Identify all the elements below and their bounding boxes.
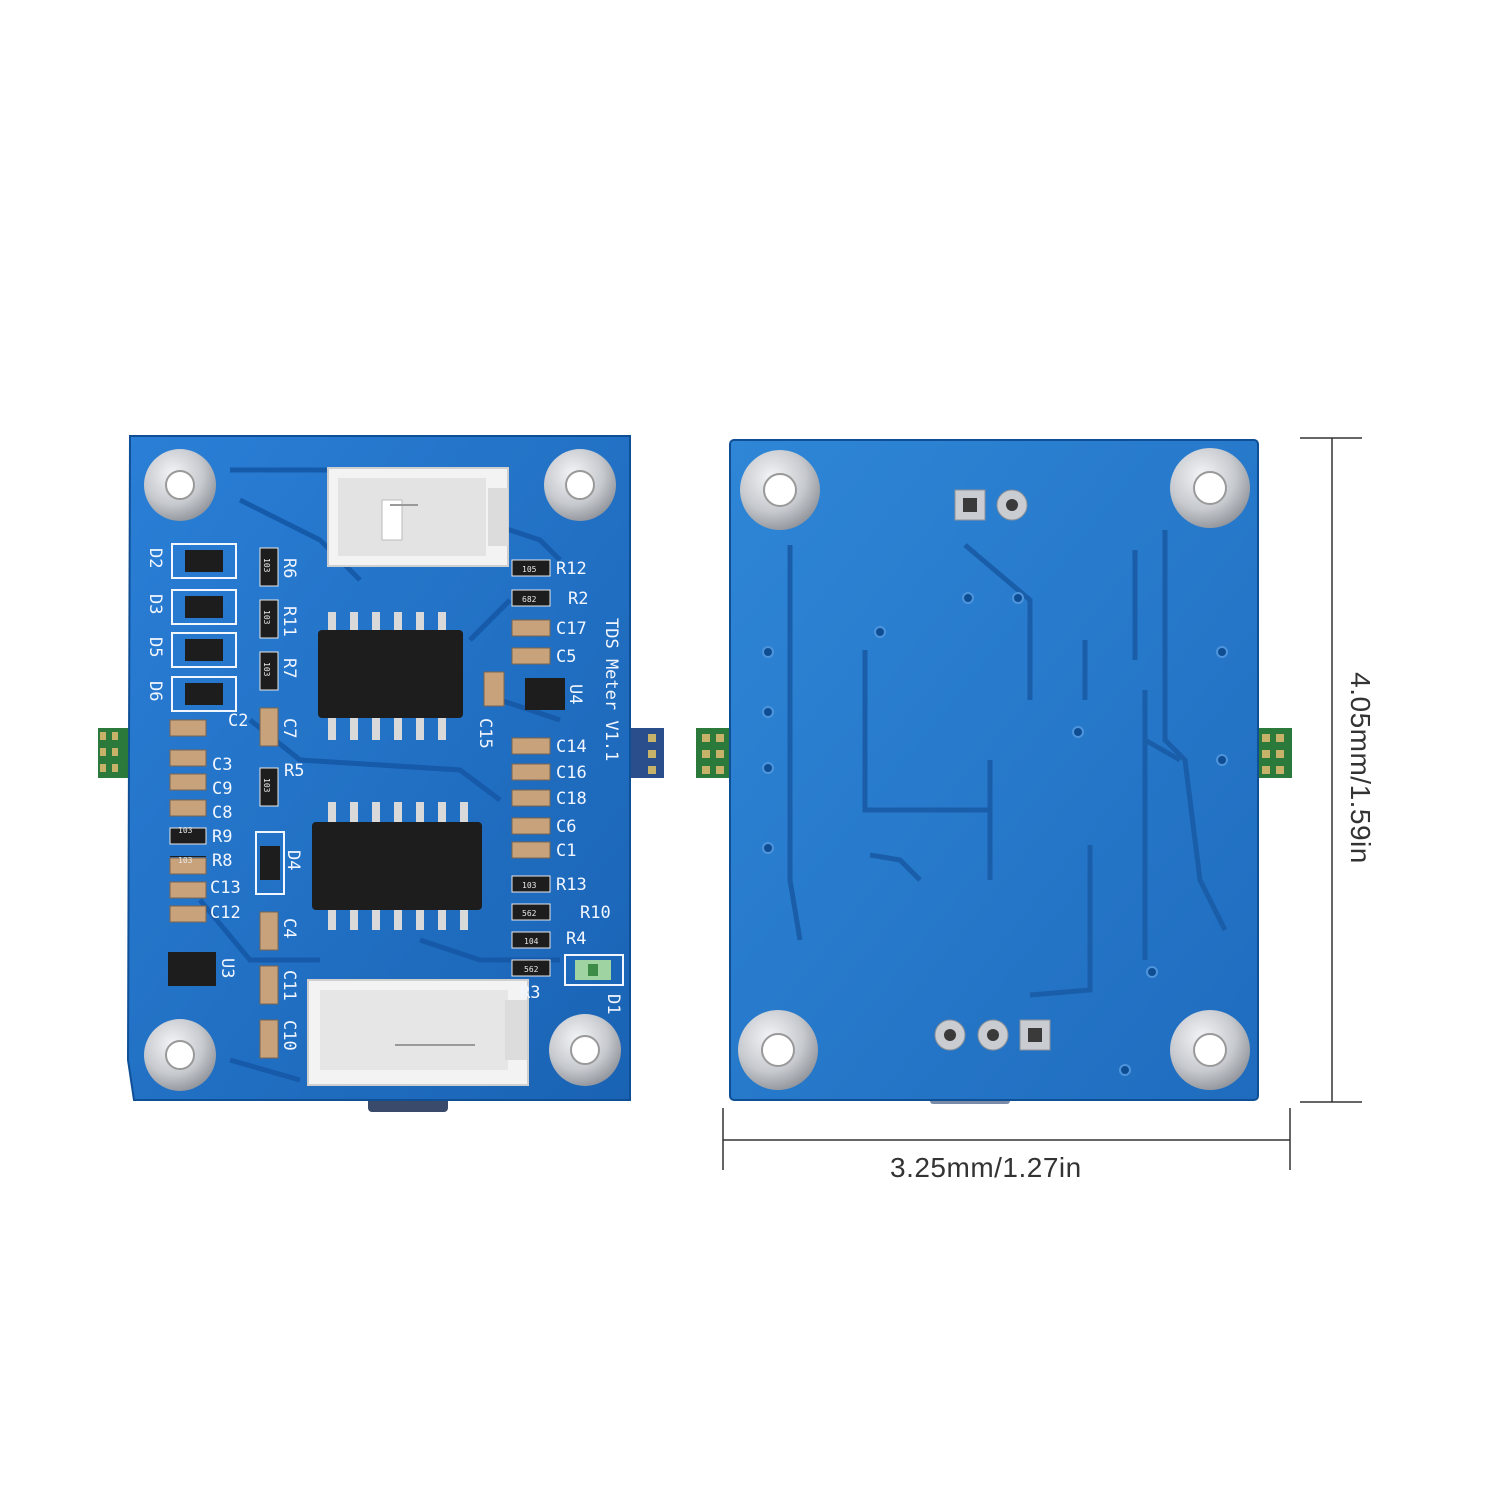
resistor-code-103: 103 (522, 881, 537, 890)
silk-label-d4: D4 (283, 850, 303, 870)
board-title-label: TDS Meter V1.1 (601, 618, 621, 761)
u4-regulator (525, 678, 565, 710)
left-pin-header (98, 728, 130, 778)
silk-label-u4: U4 (565, 684, 585, 704)
resistors-left (169, 827, 207, 857)
resistor-code-103: 103 (262, 558, 271, 573)
silk-label-c1: C1 (556, 841, 576, 861)
resistor-code-562: 562 (522, 909, 537, 918)
resistor-code-105: 105 (522, 565, 537, 574)
silk-label-d1: D1 (603, 994, 623, 1014)
silk-label-d3: D3 (145, 594, 165, 614)
silk-label-c17: C17 (556, 619, 587, 639)
width-dimension-label: 3.25mm/1.27in (890, 1152, 1082, 1183)
resistor-code-labels: 103 103 103 103 103 103 105 682 103 562 104 562 (178, 558, 539, 974)
silk-label-c10: C10 (279, 1020, 299, 1051)
ic-chip-top (318, 612, 463, 740)
resistor-code-562: 562 (524, 965, 539, 974)
led-d1 (564, 954, 624, 986)
silk-label-c13: C13 (210, 878, 241, 898)
silk-label-c7: C7 (279, 718, 299, 738)
silk-label-c12: C12 (210, 903, 241, 923)
silk-label-c3: C3 (212, 755, 232, 775)
back-right-pin-header (1256, 728, 1292, 778)
silk-label-c14: C14 (556, 737, 587, 757)
silk-label-r13: R13 (556, 875, 587, 895)
resistor-code-103: 103 (262, 610, 271, 625)
diodes-left (171, 543, 285, 895)
silk-label-r6: R6 (279, 558, 299, 578)
front-mounting-holes (144, 449, 621, 1091)
back-connector-pads (934, 489, 1051, 1051)
silk-label-r4: R4 (566, 929, 586, 949)
silk-label-r12: R12 (556, 559, 587, 579)
silk-label-c18: C18 (556, 789, 587, 809)
silk-label-r9: R9 (212, 827, 232, 847)
back-mounting-holes (738, 448, 1250, 1090)
silk-label-c16: C16 (556, 763, 587, 783)
silk-label-c5: C5 (556, 647, 576, 667)
resistor-code-103: 103 (262, 778, 271, 793)
silk-label-r10: R10 (580, 903, 611, 923)
back-traces (787, 530, 1228, 998)
resistor-code-682: 682 (522, 595, 537, 604)
resistor-code-103: 103 (178, 856, 193, 865)
resistor-code-103: 103 (178, 826, 193, 835)
back-pcb-substrate (729, 439, 1259, 1101)
back-left-pin-header (696, 728, 732, 778)
back-board (696, 439, 1292, 1104)
silk-label-c9: C9 (212, 779, 232, 799)
silk-label-r2: R2 (568, 589, 588, 609)
silk-label-u3: U3 (217, 958, 237, 978)
u3-transistor (168, 952, 216, 986)
silk-label-r5: R5 (284, 761, 304, 781)
right-pin-header (628, 728, 664, 778)
resistor-code-103: 103 (262, 662, 271, 677)
bottom-jst-connector (307, 979, 529, 1086)
passives-left (169, 719, 207, 923)
silk-label-c8: C8 (212, 803, 232, 823)
silk-label-c15: C15 (475, 718, 495, 749)
silk-label-r8: R8 (212, 851, 232, 871)
resistor-code-104: 104 (524, 937, 539, 946)
silk-label-d5: D5 (145, 637, 165, 657)
silk-label-r3: R3 (520, 983, 540, 1003)
silk-label-r11: R11 (279, 606, 299, 637)
passives-right (511, 559, 551, 977)
passives-mid (259, 547, 505, 1059)
silk-label-r7: R7 (279, 658, 299, 678)
dimension-lines (722, 437, 1362, 1170)
silk-label-c2: C2 (228, 711, 248, 731)
silk-label-c4: C4 (279, 918, 299, 938)
silk-label-c11: C11 (279, 970, 299, 1001)
ic-chip-bottom (312, 802, 482, 930)
height-dimension-label: 4.05mm/1.59in (1345, 672, 1376, 864)
silk-label-d2: D2 (145, 548, 165, 568)
top-jst-connector (327, 467, 509, 567)
silk-label-c6: C6 (556, 817, 576, 837)
silk-label-d6: D6 (145, 681, 165, 701)
back-vias (762, 592, 1228, 1076)
